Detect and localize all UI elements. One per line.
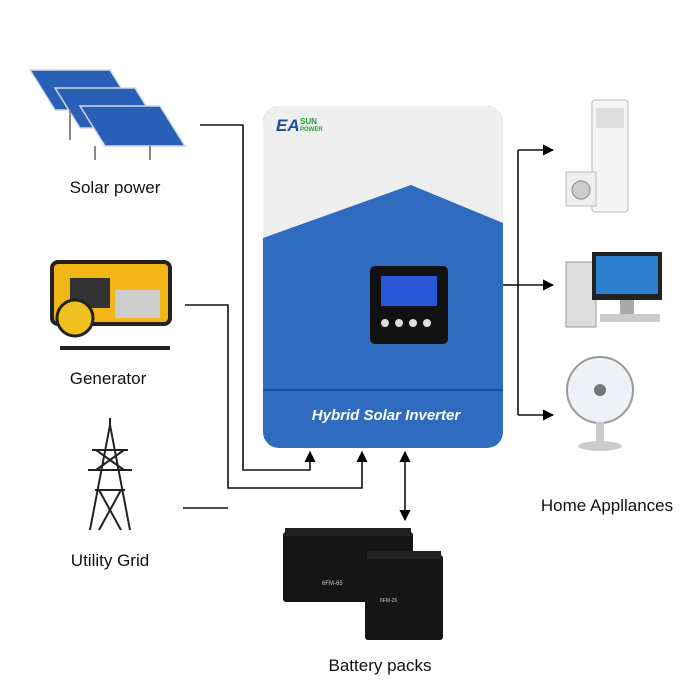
fan-icon <box>566 356 634 451</box>
svg-text:6FM-65: 6FM-65 <box>322 581 343 587</box>
source-label-generator: Generator <box>69 369 147 388</box>
generator-icon <box>50 260 172 350</box>
brand-logo: EA <box>276 116 300 135</box>
home-appliances-label: Home Appllances <box>540 496 674 515</box>
svg-text:POWER: POWER <box>300 127 323 133</box>
svg-text:6FM-26: 6FM-26 <box>380 598 397 604</box>
source-label-solar: Solar power <box>69 178 161 197</box>
svg-text:SUN: SUN <box>300 117 317 126</box>
inverter-product-label: Hybrid Solar Inverter <box>311 407 461 424</box>
source-label-utility-grid: Utility Grid <box>70 551 150 570</box>
power-tower-icon <box>88 418 132 531</box>
connection-lines <box>183 124 555 522</box>
battery-label: Battery packs <box>328 656 432 675</box>
air-conditioner-washer-icon <box>565 99 629 213</box>
inverter: EA SUN POWER <box>263 106 503 448</box>
lcd-display <box>370 266 448 344</box>
solar-panel-icon <box>28 69 187 160</box>
desktop-computer-icon <box>565 252 662 328</box>
battery-icon: 6FM-65 6FM-26 <box>283 528 443 640</box>
